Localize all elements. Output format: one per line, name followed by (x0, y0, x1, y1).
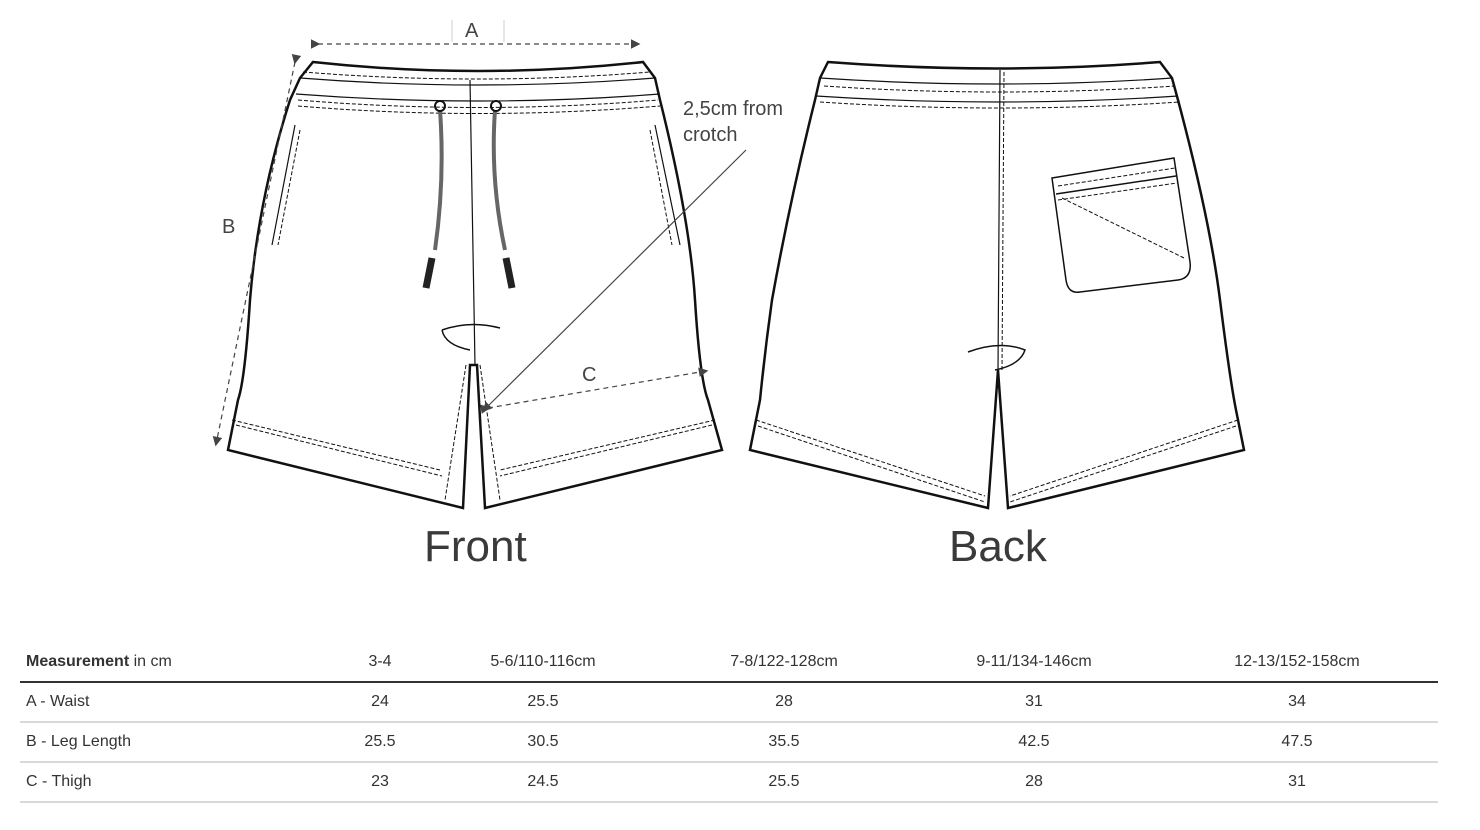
table-header-row: Measurement in cm 3-4 5-6/110-116cm 7-8/… (20, 643, 1438, 682)
row-label: B - Leg Length (26, 733, 131, 750)
table-row: A - Waist 24 25.5 28 31 34 (20, 682, 1438, 722)
label-b: B (222, 216, 236, 238)
row-label: C - Thigh (26, 773, 92, 790)
cell: 31 (1288, 773, 1306, 790)
table-row: C - Thigh 23 24.5 25.5 28 31 (20, 762, 1438, 802)
size-header: 3-4 (368, 653, 392, 670)
size-header: 9-11/134-146cm (976, 653, 1092, 670)
back-title: Back (949, 522, 1047, 571)
size-table: Measurement in cm 3-4 5-6/110-116cm 7-8/… (20, 643, 1438, 803)
cell: 42.5 (1018, 733, 1050, 750)
row-label: A - Waist (26, 693, 90, 710)
size-header: 12-13/152-158cm (1234, 653, 1360, 670)
size-header: 5-6/110-116cm (490, 653, 596, 670)
table-row: B - Leg Length 25.5 30.5 35.5 42.5 47.5 (20, 722, 1438, 762)
back-shorts-outline (748, 60, 1246, 510)
cell: 25.5 (527, 693, 559, 710)
label-c: C (582, 364, 597, 386)
measurement-header: Measurement in cm (20, 643, 330, 682)
note-line-2: crotch (683, 124, 738, 146)
cell: 47.5 (1281, 733, 1313, 750)
front-shorts-outline (212, 20, 747, 510)
header-bold: Measurement (26, 653, 130, 670)
cell: 31 (1025, 693, 1043, 710)
cell: 24 (371, 693, 389, 710)
front-title: Front (424, 522, 527, 571)
label-a: A (465, 20, 479, 42)
size-header: 7-8/122-128cm (730, 653, 838, 670)
cell: 23 (371, 773, 389, 790)
note-line-1: 2,5cm from (683, 98, 784, 120)
cell: 24.5 (527, 773, 559, 790)
cell: 30.5 (527, 733, 559, 750)
crotch-note: 2,5cm from crotch (683, 96, 783, 148)
cell: 28 (1025, 773, 1043, 790)
cell: 34 (1288, 693, 1306, 710)
cell: 25.5 (768, 773, 800, 790)
shorts-technical-drawing (212, 20, 1246, 510)
cell: 35.5 (768, 733, 800, 750)
header-unit: in cm (129, 653, 172, 670)
cell: 28 (775, 693, 793, 710)
cell: 25.5 (364, 733, 396, 750)
